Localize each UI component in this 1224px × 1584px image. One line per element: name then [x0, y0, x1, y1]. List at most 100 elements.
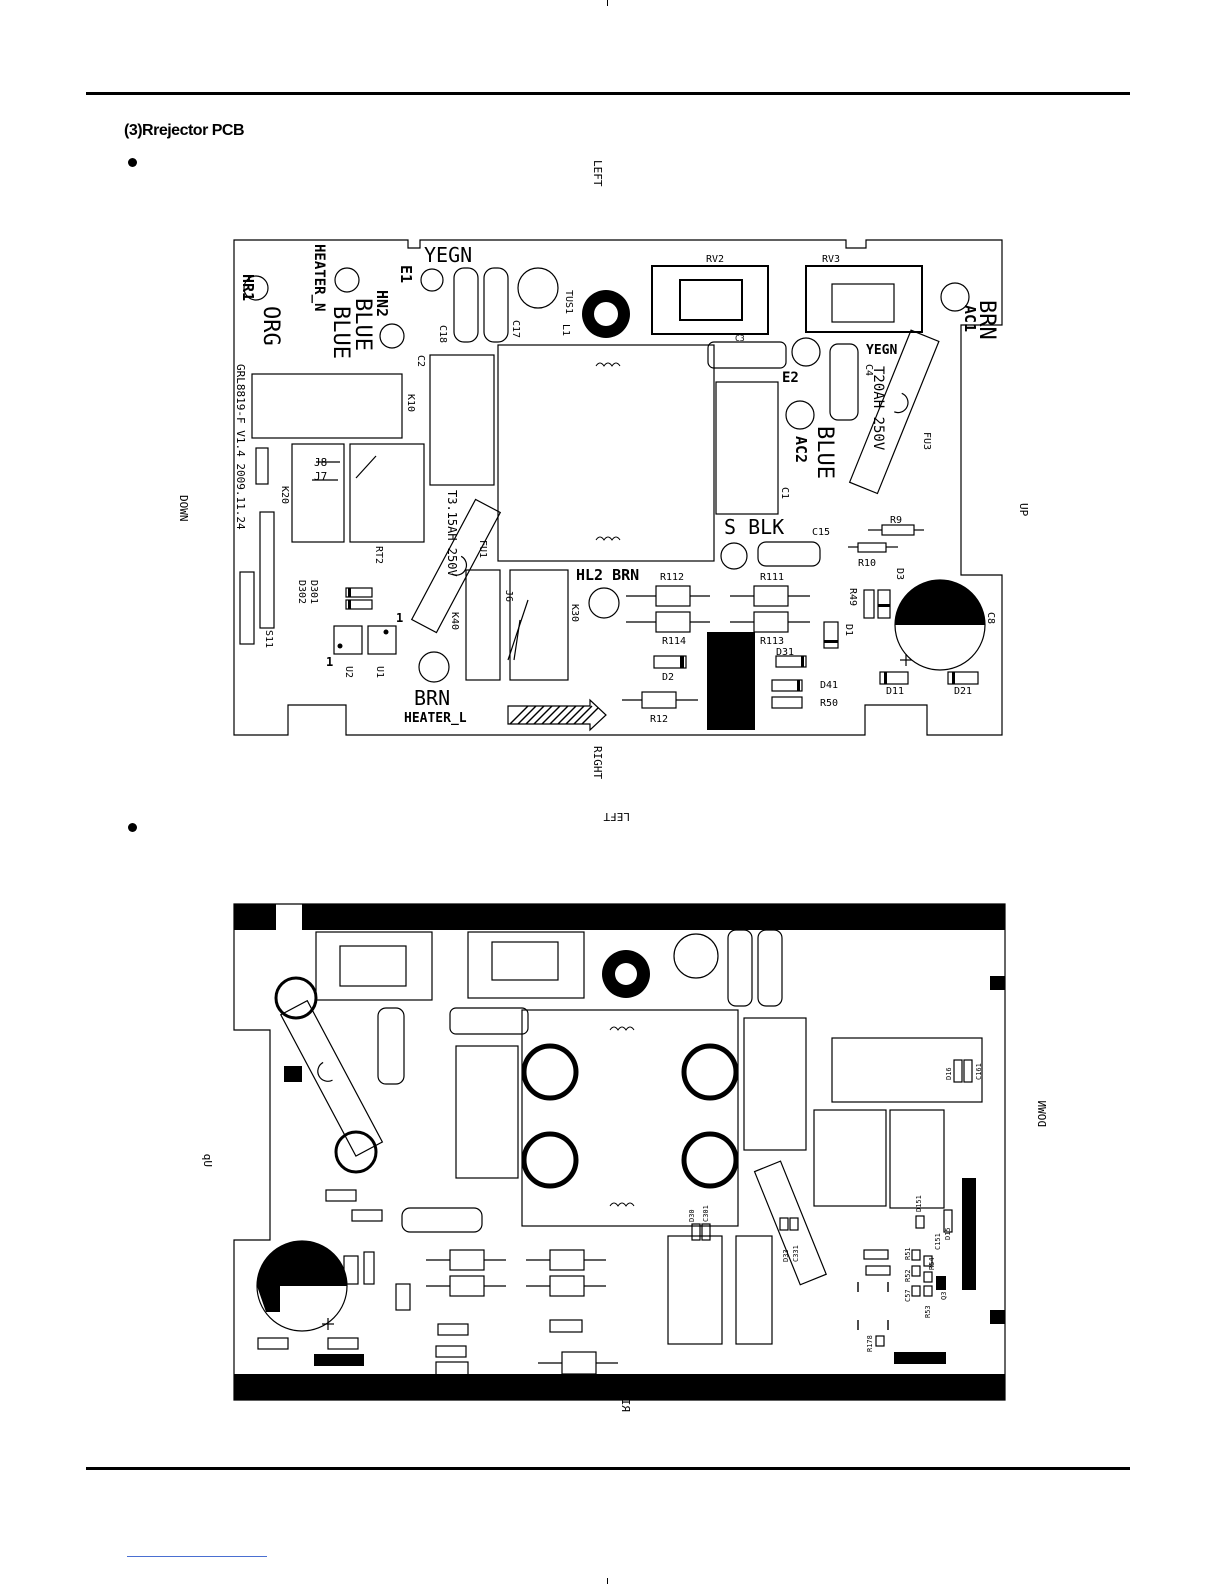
- pcb-label-fu3: FU3: [921, 432, 932, 450]
- pcb-label-d21: D21: [954, 686, 972, 697]
- hole-hl2: [588, 587, 620, 619]
- pcb-label-r12: R12: [650, 714, 668, 725]
- pcb-label-heater_l: HEATER_L: [404, 711, 467, 726]
- pcb-label-c331: C331: [792, 1245, 800, 1262]
- pcb-label-q3: Q3: [940, 1292, 948, 1300]
- pcb-label-s_blk: S BLK: [724, 515, 784, 539]
- hole-brn: [418, 651, 450, 683]
- pcb-label-r49: R49: [847, 588, 858, 606]
- hole-s: [720, 542, 748, 570]
- pcb-label-e1: E1: [397, 265, 415, 283]
- pcb-label-brn_ac1: BRN: [974, 300, 999, 340]
- pcb-label-model: GRL8819-F V1.4 2009.11.24: [234, 364, 247, 530]
- pcb-label-blue1: BLUE: [350, 298, 375, 351]
- relay-k40: [465, 569, 501, 681]
- pcb-bottom-diagram: D30 C301 D33 C331 D16 C161 D151 C151 D15…: [233, 903, 1006, 1401]
- pcb-label-r9: R9: [890, 515, 902, 526]
- relay-k20: [349, 443, 425, 543]
- pcb-label-r114: R114: [662, 636, 686, 647]
- pcb-label-c17: C17: [510, 320, 521, 338]
- varistor-rv2: [651, 265, 769, 335]
- header-rule: [86, 92, 1130, 95]
- pcb-label-fu1: FU1: [477, 540, 488, 558]
- bullet-1: [128, 158, 137, 167]
- label-yegn: YEGN: [424, 243, 472, 267]
- pcb-label-r113: R113: [760, 636, 784, 647]
- pcb-label-j6: J6: [503, 590, 514, 602]
- pcb-label-hn2: HN2: [373, 290, 391, 317]
- pcb-label-c4: C4: [863, 364, 874, 376]
- pcb-label-org: ORG: [258, 306, 283, 346]
- pcb-label-r10: R10: [858, 558, 876, 569]
- pcb-label-r112: R112: [660, 572, 684, 583]
- transformer-l1: [497, 344, 715, 562]
- hole-e1: [420, 268, 444, 292]
- bullet-2: [128, 823, 137, 832]
- pcb-label-e2: E2: [782, 370, 799, 386]
- pcb-label-d11: D11: [886, 686, 904, 697]
- pcb-label-one_a: 1: [326, 655, 333, 669]
- pcb-label-k30: K30: [569, 604, 580, 622]
- pcb-label-d2: D2: [662, 672, 674, 683]
- pcb-top-outline: [233, 239, 1003, 736]
- pcb-label-d301: D301: [308, 580, 319, 604]
- orient-top-2: LEFT: [603, 810, 631, 823]
- pcb-label-one_b: 1: [396, 611, 403, 625]
- pcb-label-d302: D302: [296, 580, 307, 604]
- pcb-label-j8: J8: [314, 456, 327, 469]
- pcb-label-rv2: RV2: [706, 254, 724, 265]
- pcb-label-d16: D16: [945, 1067, 953, 1080]
- pcb-label-r50: R50: [820, 698, 838, 709]
- footer-rule: [86, 1467, 1130, 1470]
- pcb-label-c1: C1: [779, 487, 790, 499]
- pcb-label-s11: S11: [263, 630, 274, 648]
- pcb-label-hr1: HR1: [239, 274, 257, 301]
- pcb-label-blue2: BLUE: [328, 306, 353, 359]
- pcb-label-c57: C57: [904, 1289, 912, 1302]
- pcb-label-hl2: HL2 BRN: [576, 566, 639, 584]
- pcb-label-d31: D31: [776, 647, 794, 658]
- pcb-top-diagram: YEGN E1 HEATER_N HR1 ORG HN2 BLUE BLUE C…: [233, 239, 1003, 736]
- crop-mark-bottom: [607, 1578, 608, 1584]
- pcb-label-yegn2: YEGN: [866, 343, 897, 358]
- pcb-label-r178: R178: [866, 1335, 874, 1352]
- pcb-label-r52: R52: [904, 1269, 912, 1282]
- pcb-label-c3: C3: [735, 334, 745, 343]
- pcb-label-d41: D41: [820, 680, 838, 691]
- pcb-label-r53: R53: [924, 1305, 932, 1318]
- pcb-label-d151: D151: [915, 1195, 923, 1212]
- hole-ac2: [785, 400, 815, 430]
- hole-hn2: [379, 323, 405, 349]
- pcb-bottom-outline: [233, 903, 1006, 1401]
- pcb-label-k20: K20: [279, 486, 290, 504]
- hole-hr1: [243, 275, 269, 301]
- pcb-label-blue_ac2: BLUE: [812, 426, 837, 479]
- varistor-rv3: [805, 265, 923, 333]
- pcb-label-u1: U1: [374, 666, 385, 678]
- pcb-label-t20ah: T20AH 250V: [870, 366, 886, 451]
- pcb-label-heater_n: HEATER_N: [311, 244, 327, 311]
- pcb-label-brn: BRN: [414, 686, 450, 710]
- footer-link-underline: [127, 1556, 267, 1557]
- pcb-label-c151: C151: [934, 1233, 942, 1250]
- hole-ac1: [940, 282, 970, 312]
- section-title: (3)Rrejector PCB: [124, 122, 245, 139]
- pcb-label-rt2: RT2: [373, 546, 384, 564]
- pcb-label-r54: R54: [928, 1257, 936, 1270]
- pcb-label-c15: C15: [812, 527, 830, 538]
- pcb-label-t315: T3.15AH 250V: [445, 490, 459, 577]
- pcb-label-k10: K10: [405, 394, 416, 412]
- relay-k30: [509, 569, 569, 681]
- pcb-label-d30: D30: [688, 1209, 696, 1222]
- pcb-label-ac1: AC1: [961, 305, 979, 332]
- heatsink-block: [707, 632, 755, 730]
- pcb-label-c161: C161: [975, 1063, 983, 1080]
- pcb-label-c8: C8: [985, 612, 996, 624]
- pcb-label-r111: R111: [760, 572, 784, 583]
- pcb-label-r51: R51: [904, 1247, 912, 1260]
- crop-mark-top: [607, 0, 608, 6]
- pcb-label-d33: D33: [782, 1249, 790, 1262]
- pcb-label-rv3: RV3: [822, 254, 840, 265]
- pcb-label-k40: K40: [449, 612, 460, 630]
- relay-k10: [251, 373, 403, 439]
